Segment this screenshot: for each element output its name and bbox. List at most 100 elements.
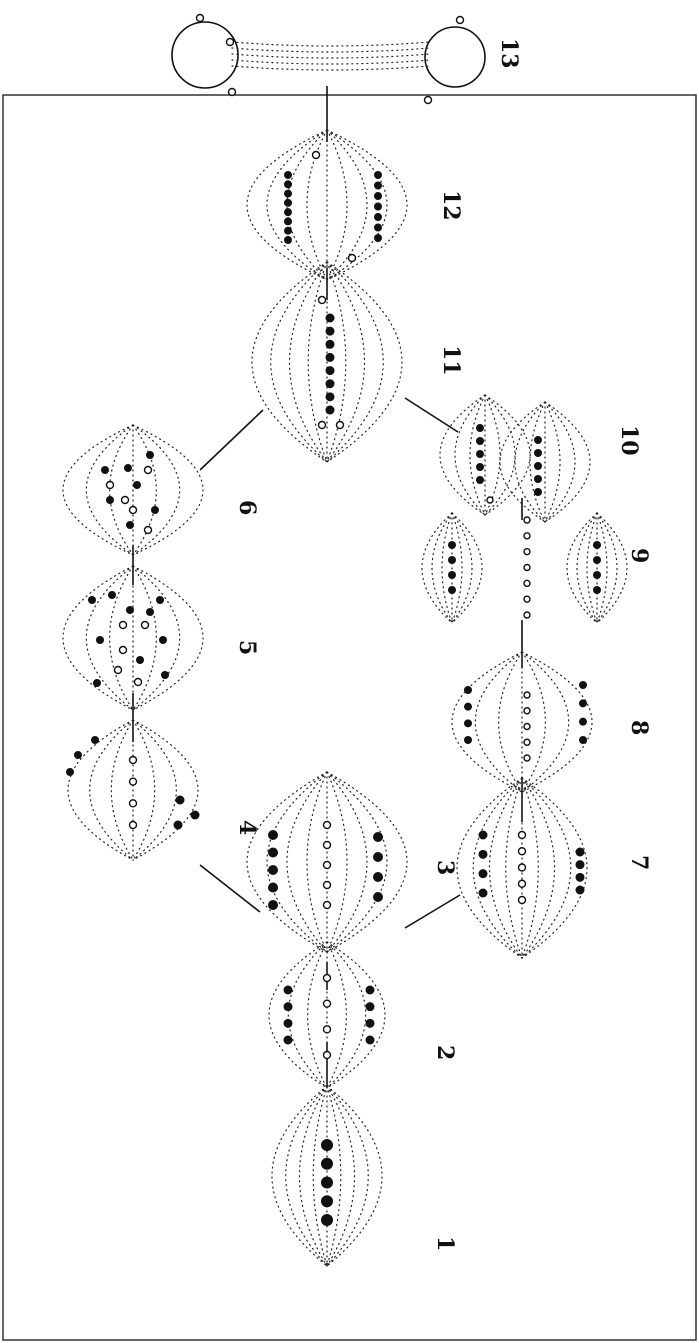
connector-6-11 (199, 409, 264, 471)
fig-2-fiber (307, 941, 328, 1089)
fig-1-fiber (326, 1085, 342, 1267)
fig-12-chromosome (284, 217, 292, 226)
fig-5-univalent (118, 645, 128, 655)
fig-4-univalent (128, 799, 138, 808)
fig-10-chromosome (476, 476, 484, 484)
fig-11-chromosome (325, 366, 335, 376)
fig-9-fiber (451, 512, 463, 624)
fig-13-fiber (231, 53, 431, 59)
fig-2-chromosome (365, 1035, 375, 1045)
fig-11-fiber (326, 261, 366, 463)
fig-5-chromosome (126, 606, 134, 614)
fig-9-univalent (523, 579, 531, 588)
fig-8-chromosome (579, 681, 587, 689)
fig-3-chromosome (268, 900, 278, 910)
fig-5-fiber (132, 565, 157, 711)
fig-9b-fiber (596, 512, 618, 624)
fig-9b-fiber (596, 512, 608, 624)
fig-13-univalent (195, 13, 205, 23)
fig-12-fiber (266, 129, 328, 281)
fig-4-fiber (132, 719, 199, 861)
fig-9-univalent (523, 516, 531, 524)
fig-2-univalent (322, 1050, 332, 1060)
fig-8-chromosome (579, 699, 587, 708)
figure-label-11: 11 (438, 345, 464, 376)
fig-13-univalent (225, 37, 235, 47)
fig-6-chromosome (106, 496, 114, 504)
fig-7-univalent (517, 879, 527, 888)
connector-3-7 (404, 894, 461, 929)
fig-11-univalent (317, 295, 327, 305)
fig-6-fiber (132, 424, 157, 556)
fig-10-chromosome (476, 450, 484, 458)
fig-5-univalent (133, 677, 143, 687)
fig-9-fiber (451, 512, 473, 624)
fig-1-fiber (326, 1085, 383, 1267)
fig-2-chromosome (283, 985, 293, 995)
fig-2-chromosome (283, 1002, 293, 1012)
fig-10-chromosome (534, 475, 542, 483)
figure-labels: 1 2 3 4 5 6 7 8 9 10 11 12 13 (234, 38, 652, 1251)
fig-8-spindle (451, 651, 593, 793)
fig-12-chromosome (374, 192, 382, 200)
fig-11-chromosome (325, 326, 335, 336)
fig-6-chromosome (146, 451, 154, 459)
fig-9-fiber (421, 512, 453, 624)
fig-5-fiber (132, 565, 181, 711)
figure-label-9: 9 (626, 548, 652, 563)
figure-label-4: 4 (234, 820, 260, 835)
fig-2-chromosome (365, 985, 375, 995)
fig-11-chromosome (325, 352, 335, 362)
fig-9-chromosome (593, 571, 601, 579)
fig-3-chromosome (373, 852, 383, 862)
fig-4-chromosome (175, 795, 185, 805)
fig-1-fiber (326, 1085, 355, 1267)
fig-11-fiber (307, 261, 328, 463)
fig-12-chromosome (374, 213, 382, 221)
fig-1-chromosome (321, 1195, 333, 1208)
fig-9-univalent (523, 595, 531, 603)
fig-8-chromosome (579, 717, 587, 726)
connector-10-11 (404, 397, 459, 433)
fig-12-chromosome (284, 198, 292, 207)
fig-10-chromosome (476, 424, 484, 432)
fig-1-chromosome (321, 1214, 333, 1226)
fig-10-fiber (469, 394, 486, 516)
fig-5-univalent (113, 665, 123, 675)
fig-3-chromosome (268, 865, 278, 875)
fig-5-fiber (109, 565, 134, 711)
fig-13-nucleus (424, 26, 486, 88)
fig-2-fiber (326, 941, 386, 1089)
fig-1-fiber (271, 1085, 328, 1267)
fig-7-chromosome (575, 847, 585, 857)
fig-11-chromosome (325, 339, 335, 349)
fig-10-fiber (484, 394, 501, 516)
fig-6-fiber (132, 424, 181, 556)
fig-5-chromosome (96, 636, 104, 644)
fig-10-chromosome (534, 436, 542, 444)
fig-3-chromosome (373, 892, 383, 902)
fig-9b-fiber (586, 512, 598, 624)
fig-9-chromosome (448, 586, 456, 594)
fig-6-chromosome (101, 466, 109, 474)
fig-8-chromosome (579, 736, 587, 744)
fig-12-fiber (286, 129, 328, 281)
fig-9b-fiber (576, 512, 598, 624)
fig-1-chromosome (321, 1157, 333, 1170)
fig-7-univalent (517, 895, 527, 905)
connector-3-4 (199, 864, 261, 913)
fig-10-chromosome (534, 488, 542, 496)
fig-11-chromosome (325, 405, 335, 415)
fig-3-chromosome (268, 882, 278, 893)
fig-7-fiber (505, 777, 523, 959)
fig-4-fiber (110, 719, 134, 861)
fig-8-fiber (521, 651, 570, 793)
fig-9-chromosome (448, 556, 456, 564)
fig-4-chromosome (91, 736, 99, 744)
fig-6-univalent (120, 495, 130, 505)
fig-1-chromosome (321, 1139, 333, 1151)
fig-4-univalent (128, 820, 138, 830)
fig-13-univalent (227, 87, 237, 97)
fig-5-chromosome (136, 656, 144, 664)
